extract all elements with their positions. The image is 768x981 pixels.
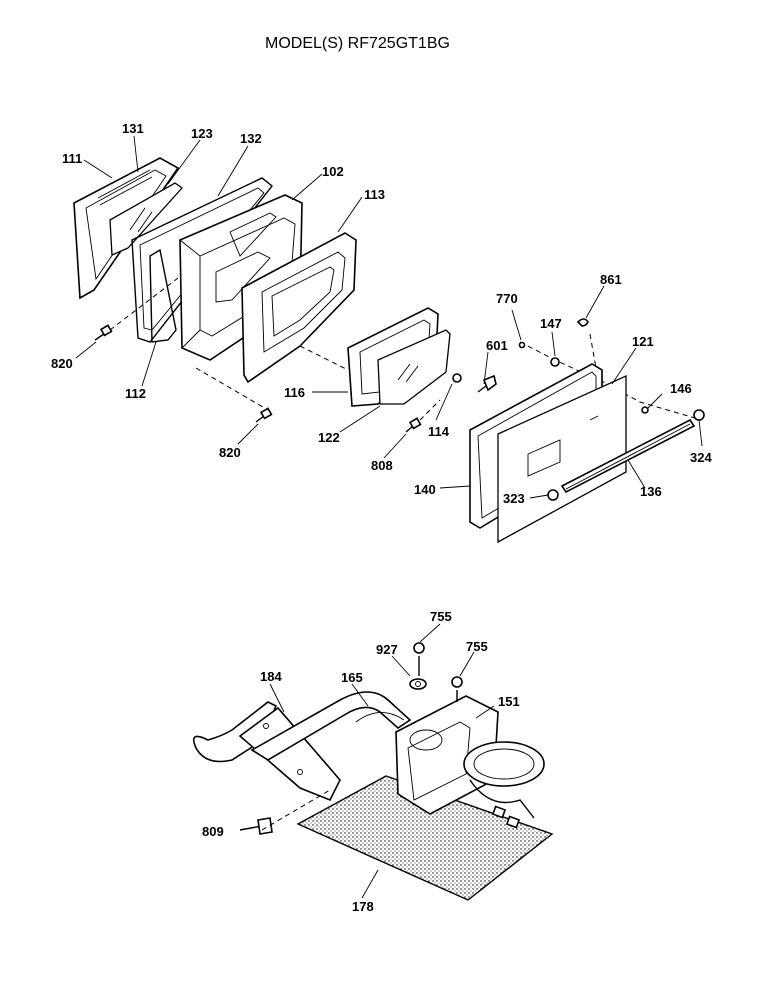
label-755a: 755 [430, 609, 452, 624]
label-132: 132 [240, 131, 262, 146]
label-147: 147 [540, 316, 562, 331]
screw-755b [451, 676, 463, 702]
screw-820b [255, 407, 273, 423]
part-770-clip [518, 341, 526, 349]
label-111: 111 [62, 151, 82, 166]
model-title: MODEL(S) RF725GT1BG [265, 35, 450, 52]
label-121: 121 [632, 334, 654, 349]
part-122-glass [377, 329, 451, 405]
screw-755a [413, 642, 425, 676]
label-165: 165 [341, 670, 363, 685]
part-112-side-frame [149, 248, 177, 343]
label-820a: 820 [51, 356, 73, 371]
part-123-glass [109, 182, 183, 256]
screw-601 [477, 374, 497, 393]
label-102: 102 [322, 164, 344, 179]
screw-808 [405, 417, 422, 433]
part-323-cap [547, 489, 559, 501]
label-927: 927 [376, 642, 398, 657]
part-861-hook [576, 318, 589, 327]
part-927-washer [409, 678, 427, 690]
label-820b: 820 [219, 445, 241, 460]
latch-assembly [192, 623, 554, 901]
part-184-hook-bracket [192, 701, 278, 763]
label-123: 123 [191, 126, 213, 141]
part-114-washer [452, 373, 462, 383]
label-601: 601 [486, 338, 508, 353]
part-178-plate [296, 775, 554, 901]
part-324-cap [693, 409, 705, 421]
label-808: 808 [371, 458, 393, 473]
label-809: 809 [202, 824, 224, 839]
label-324: 324 [690, 450, 712, 465]
label-131: 131 [122, 121, 144, 136]
label-136: 136 [640, 484, 662, 499]
part-113-door-panel [241, 232, 357, 384]
label-178: 178 [352, 899, 374, 914]
label-116: 116 [284, 385, 305, 400]
label-146: 146 [670, 381, 692, 396]
label-112: 112 [125, 386, 146, 401]
label-770: 770 [496, 291, 518, 306]
label-861: 861 [600, 272, 622, 287]
part-147-spacer [550, 357, 560, 367]
label-122: 122 [318, 430, 340, 445]
label-114: 114 [428, 424, 450, 439]
screw-820a [94, 324, 113, 341]
label-140: 140 [414, 482, 436, 497]
door-assembly [73, 135, 705, 544]
part-labels: 111 131 123 132 102 113 820 112 116 820 … [51, 121, 712, 914]
label-184: 184 [260, 669, 282, 684]
part-146-spacer [641, 406, 649, 414]
label-755b: 755 [466, 639, 488, 654]
label-113: 113 [364, 187, 385, 202]
label-323: 323 [503, 491, 525, 506]
part-165-link-arm [250, 691, 412, 761]
screw-809 [239, 817, 273, 835]
label-151: 151 [498, 694, 520, 709]
